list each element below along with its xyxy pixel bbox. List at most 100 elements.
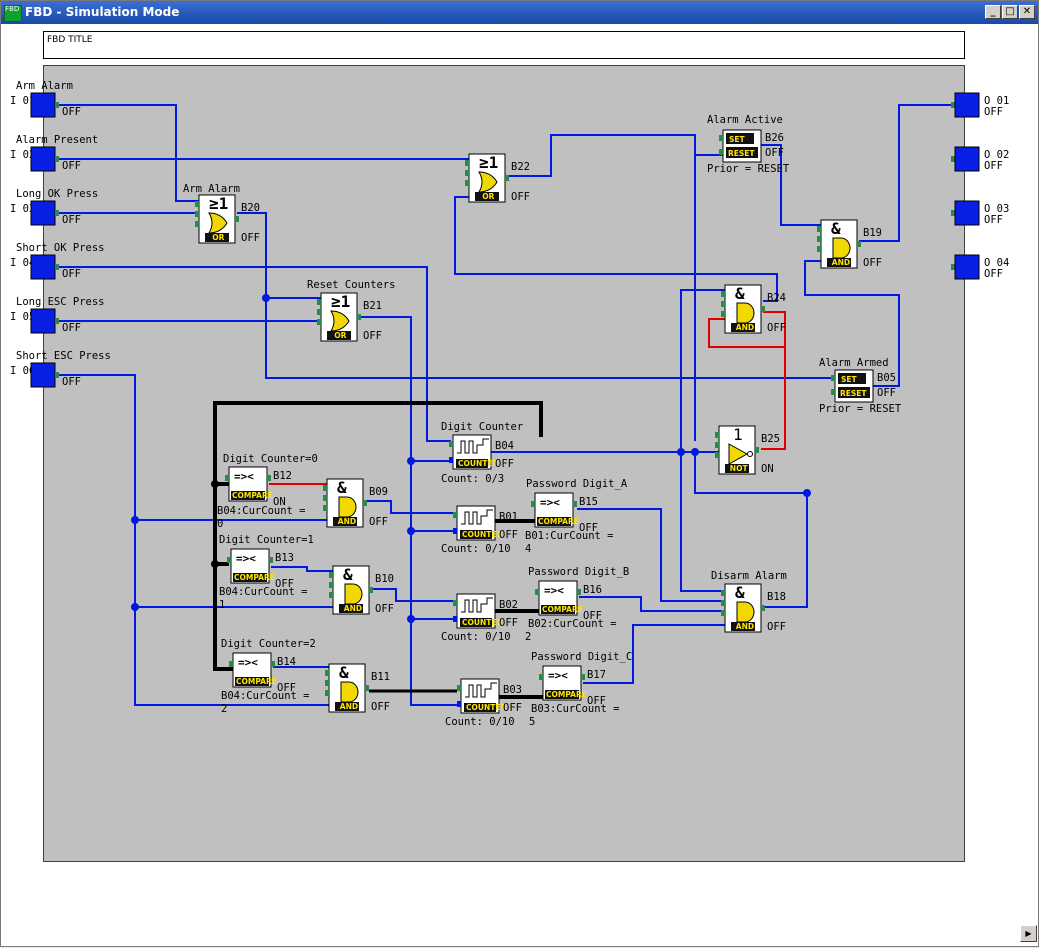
input-terminal[interactable] [30,146,56,172]
wire [359,316,457,706]
input-terminal[interactable] [30,200,56,226]
title-bar[interactable]: FBD FBD - Simulation Mode _ □ ✕ [1,1,1038,24]
gate-type-label: OR [212,233,224,242]
maximize-button[interactable]: □ [1002,5,1018,19]
and-gate-icon [344,583,363,605]
reset-label: RESET [728,149,755,158]
gate-type-label: OR [334,331,346,340]
output-pin [365,685,369,691]
close-button[interactable]: ✕ [1019,5,1035,19]
compare-expr: B04:CurCount = [217,505,306,517]
gate-symbol: & [339,663,349,682]
block-id: B01 [499,511,518,523]
block-state: OFF [767,322,786,334]
and-gate-icon [832,237,851,259]
block-id: B13 [275,552,294,564]
input-terminal[interactable] [30,308,56,334]
compare-symbol: =>< [544,584,564,597]
input-pin [329,582,333,588]
output-terminal[interactable] [954,200,980,226]
gate-symbol: & [831,219,841,238]
wire [761,311,786,450]
gate-type-label: NOT [730,464,749,473]
compare-type-label: COMPARE [236,677,277,686]
gate-type-tag [475,192,499,201]
block-state: ON [273,496,286,508]
gate-symbol: ≥1 [209,194,228,213]
not-bubble [747,451,753,457]
block-id: B05 [877,372,896,384]
block-id: B18 [767,591,786,603]
fbd-title-box[interactable]: FBD TITLE [43,31,965,59]
block-state: OFF [375,603,394,615]
gate-symbol: ≥1 [479,153,498,172]
output-pin [761,306,765,312]
minimize-button[interactable]: _ [985,5,1001,19]
input-id: I 04 [10,257,35,269]
block-state: OFF [241,232,260,244]
counter-pulse-icon [461,509,493,525]
input-id: I 02 [10,149,35,161]
set-label: SET [729,135,746,144]
counter-type-label: COUNTER [458,459,498,468]
block-id: B03 [503,684,522,696]
output-pin [577,589,581,595]
compare-tag [541,605,575,614]
output-terminal[interactable] [954,146,980,172]
input-pin [465,160,469,166]
and-gate-icon [736,302,755,324]
output-terminal[interactable] [954,92,980,118]
scroll-right-arrow-icon[interactable]: ▶ [1020,925,1037,942]
input-pin [323,505,327,511]
output-pin [235,216,239,222]
input-name: Short OK Press [16,242,105,254]
input-terminal[interactable] [30,92,56,118]
input-state: OFF [62,160,81,172]
input-terminal[interactable] [30,254,56,280]
input-pin [317,299,321,305]
block-id: B15 [579,496,598,508]
input-pin [329,572,333,578]
input-name: Long ESC Press [16,296,105,308]
junction-dot [211,560,219,568]
output-pin [581,674,585,680]
input-terminal[interactable] [30,362,56,388]
compare-expr: B03:CurCount = [531,703,620,715]
block-name: Password Digit_A [526,478,628,490]
block-state: ON [761,463,774,475]
output-terminal[interactable] [954,254,980,280]
input-pin [329,592,333,598]
